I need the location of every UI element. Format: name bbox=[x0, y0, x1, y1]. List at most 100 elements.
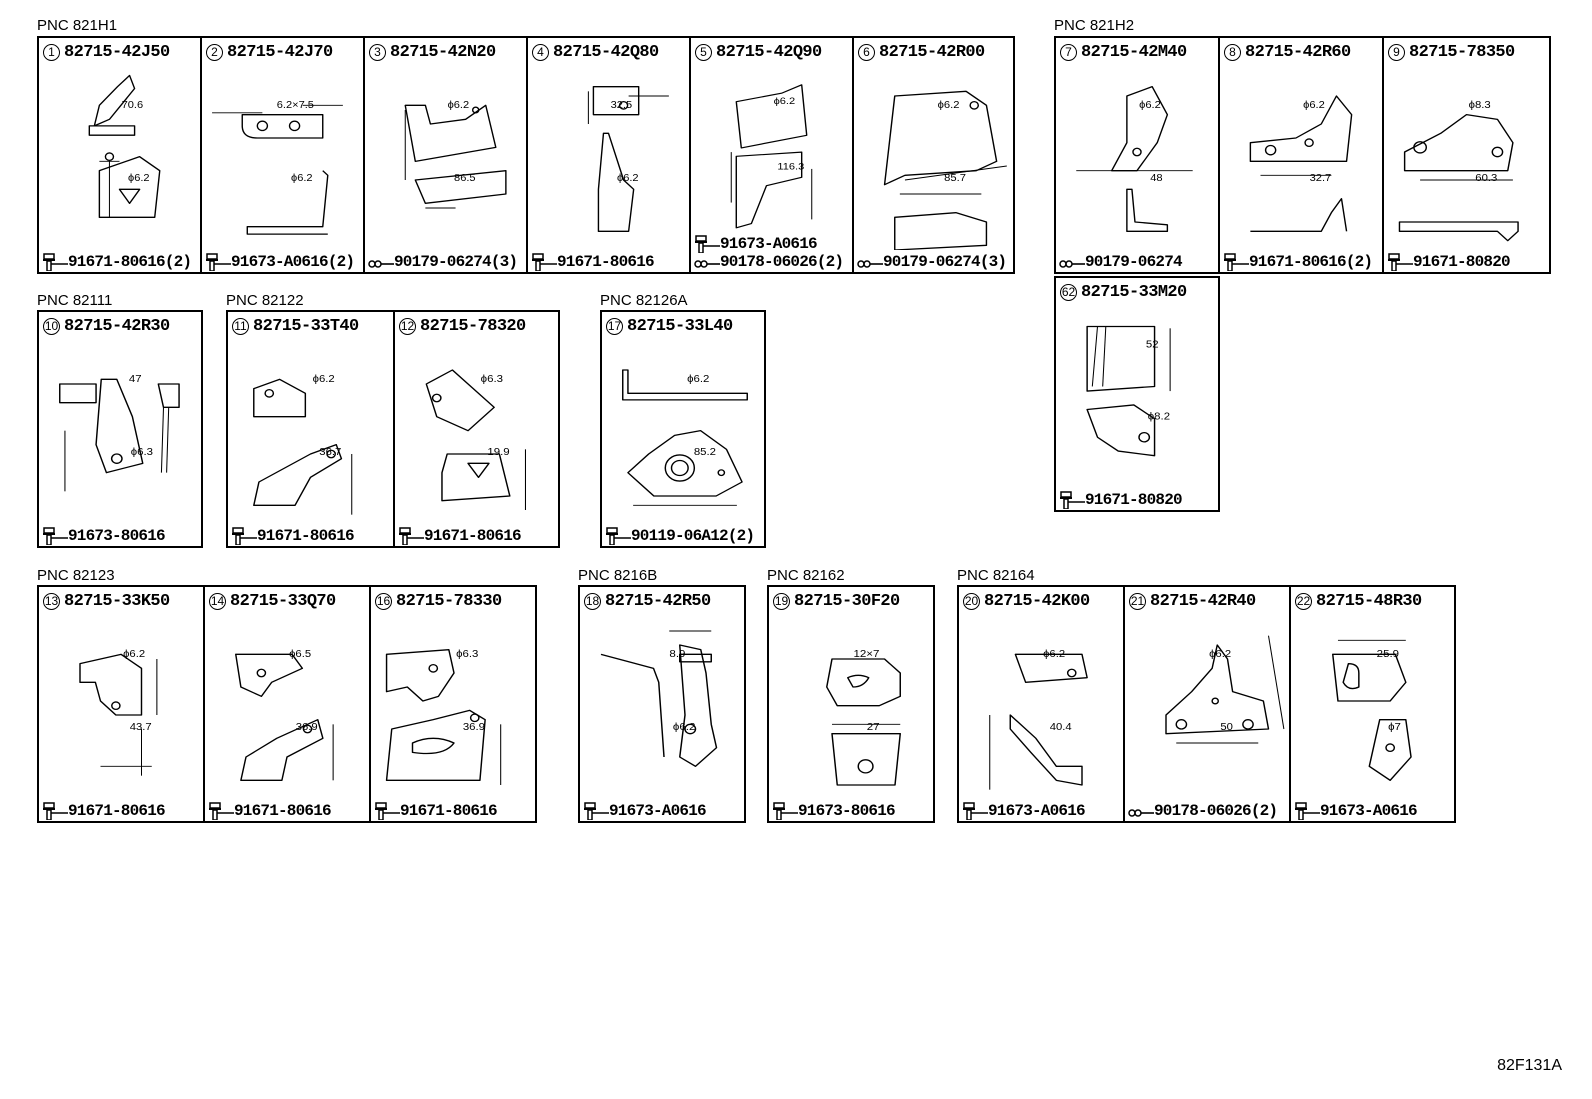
fastener-number: 90178-06026(2) bbox=[1154, 802, 1278, 820]
drawing-stroke bbox=[627, 430, 743, 497]
drawing-stroke bbox=[256, 120, 269, 132]
drawing-stroke bbox=[1102, 326, 1107, 387]
drawing-stroke bbox=[157, 383, 180, 408]
drawing-stroke bbox=[597, 132, 635, 232]
fastener-row[interactable]: 91673-80616 bbox=[772, 802, 896, 820]
clip-fastener-icon bbox=[694, 253, 720, 271]
fastener-row[interactable]: 90178-06026(2) bbox=[694, 253, 844, 271]
fastener-row[interactable]: 91671-80616 bbox=[231, 527, 355, 545]
drawing-stroke bbox=[1110, 86, 1169, 172]
pnc-label: PNC 82111 bbox=[37, 292, 113, 309]
fastener-row[interactable]: 91671-80616 bbox=[374, 802, 498, 820]
fastener-row[interactable]: 91673-A0616(2) bbox=[205, 253, 355, 271]
fastener-row[interactable]: 91671-80820 bbox=[1059, 491, 1183, 509]
fastener-row[interactable]: 90178-06026(2) bbox=[1128, 802, 1278, 820]
bolt-icon bbox=[1387, 253, 1413, 271]
fastener-number: 90119-06A12(2) bbox=[631, 527, 755, 545]
drawing-stroke bbox=[592, 86, 640, 116]
dimension-label: ϕ6.2 bbox=[1209, 648, 1231, 659]
bracket-drawing: ϕ8.360.3 bbox=[1398, 99, 1519, 242]
fastener-row[interactable]: 90179-06274 bbox=[1059, 253, 1183, 271]
fastener-number: 91673-80616 bbox=[68, 527, 166, 545]
part-number: 82715-33T40 bbox=[253, 317, 359, 336]
drawing-stroke bbox=[441, 453, 511, 502]
fastener-row[interactable]: 91671-80616(2) bbox=[42, 253, 192, 271]
drawing-stroke bbox=[256, 668, 267, 678]
dimension-label: ϕ6.2 bbox=[1139, 99, 1161, 111]
fastener-row[interactable]: 91673-80616 bbox=[42, 527, 166, 545]
fastener-row[interactable]: 91671-80616(2) bbox=[1223, 253, 1373, 271]
drawing-stroke bbox=[88, 125, 136, 136]
bolt-icon bbox=[42, 527, 68, 545]
clip-fastener-icon bbox=[857, 253, 883, 271]
fastener-row[interactable]: 91671-80820 bbox=[1387, 253, 1511, 271]
dimension-label: 48 bbox=[1150, 172, 1162, 184]
bracket-drawing: 32.5ϕ6.2 bbox=[587, 86, 669, 232]
fastener-number: 90178-06026(2) bbox=[720, 253, 844, 271]
fastener-list: 91671-80616 bbox=[374, 802, 498, 820]
fastener-row[interactable]: 90179-06274(3) bbox=[857, 253, 1007, 271]
drawing-stroke bbox=[1175, 719, 1188, 730]
drawing-stroke bbox=[1403, 114, 1514, 172]
drawing-stroke bbox=[471, 106, 480, 114]
fastener-row[interactable]: 90119-06A12(2) bbox=[605, 527, 755, 545]
part-number: 82715-42J70 bbox=[227, 43, 333, 62]
fastener-row[interactable]: 91671-80616 bbox=[42, 802, 166, 820]
drawing-stroke bbox=[1385, 743, 1396, 753]
part-number: 82715-78320 bbox=[420, 317, 526, 336]
fastener-row[interactable]: 91673-A0616 bbox=[583, 802, 707, 820]
callout-number: 17 bbox=[606, 318, 623, 335]
fastener-row[interactable]: 91671-80616 bbox=[208, 802, 332, 820]
drawing-stroke bbox=[288, 120, 301, 132]
fastener-row[interactable]: 91673-A0616 bbox=[962, 802, 1086, 820]
dimension-label: ϕ6.2 bbox=[1303, 99, 1325, 111]
drawing-stroke bbox=[1126, 188, 1169, 232]
bolt-icon bbox=[694, 235, 720, 253]
fastener-row[interactable]: 91671-80616 bbox=[398, 527, 522, 545]
part-number: 82715-42N20 bbox=[390, 43, 496, 62]
drawing-stroke bbox=[894, 212, 988, 250]
fastener-row[interactable]: 91673-A0616 bbox=[694, 235, 843, 253]
fastener-row[interactable]: 90179-06274(3) bbox=[368, 253, 518, 271]
fastener-row[interactable]: 91673-A0616 bbox=[1294, 802, 1418, 820]
bracket-drawing: ϕ6.319.9 bbox=[425, 369, 526, 510]
fastener-list: 91671-80820 bbox=[1059, 491, 1183, 509]
pnc-label: PNC 82123 bbox=[37, 567, 115, 584]
dimension-label: ϕ6.2 bbox=[448, 99, 470, 111]
bolt-icon bbox=[583, 802, 609, 820]
dimension-label: 36.9 bbox=[296, 721, 318, 732]
fastener-row[interactable]: 91671-80616 bbox=[531, 253, 655, 271]
